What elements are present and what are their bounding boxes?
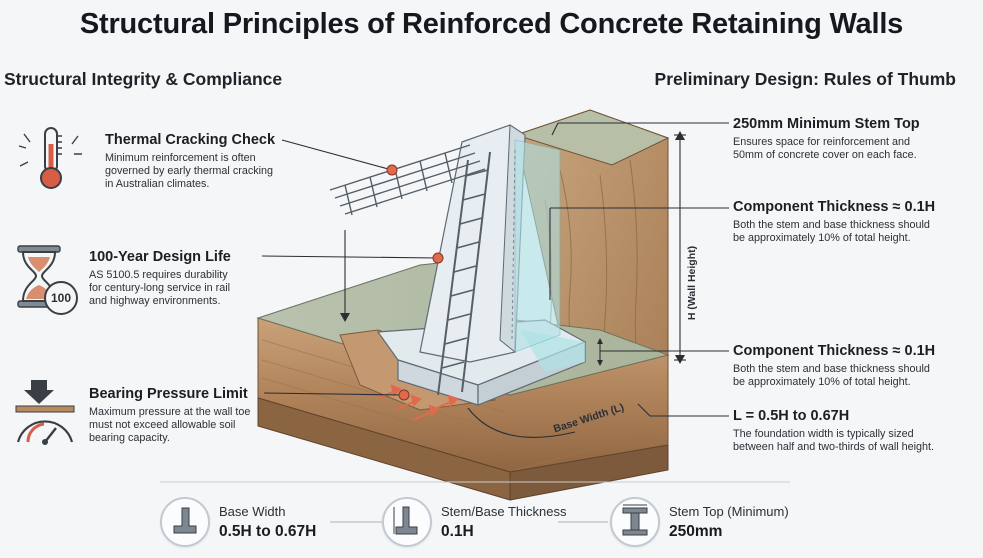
summary-value: 0.1H <box>441 523 474 540</box>
rule-title: 250mm Minimum Stem Top <box>733 116 920 132</box>
summary-label: Base Width <box>219 504 286 519</box>
summary-strip: Base Width 0.5H to 0.67H Stem/Base Thick… <box>160 495 790 553</box>
desc-line: for century-long service in rail <box>89 282 231 295</box>
rule-thickness-base: Component Thickness ≈ 0.1H Both the stem… <box>733 343 973 389</box>
base-slab <box>376 319 587 406</box>
wall-stem <box>419 124 561 396</box>
hourglass-icon-wrap: 100 <box>14 243 84 315</box>
stem-top-badge <box>610 497 660 547</box>
hundred-badge: 100 <box>44 281 78 315</box>
bearing-pressure-arrows <box>377 384 459 421</box>
rule-description: Ensures space for reinforcement and 50mm… <box>733 136 973 162</box>
desc-line: be approximately 10% of total height. <box>733 376 911 389</box>
rule-thickness-stem: Component Thickness ≈ 0.1H Both the stem… <box>733 199 973 245</box>
desc-line: in Australian climates. <box>105 178 210 191</box>
rule-description: Both the stem and base thickness should … <box>733 363 973 389</box>
item-title: Thermal Cracking Check <box>105 132 276 148</box>
base-width-icon <box>173 507 197 534</box>
desc-line: Minimum reinforcement is often <box>105 152 256 164</box>
desc-line: 50mm of concrete cover on each face. <box>733 149 917 162</box>
desc-line: and highway environments. <box>89 295 221 308</box>
desc-line: Both the stem and base thickness should <box>733 363 930 375</box>
page-title: Structural Principles of Reinforced Conc… <box>79 8 904 40</box>
pressure-gauge-icon <box>15 380 75 445</box>
stem-thickness-badge <box>382 497 432 547</box>
base-width-badge <box>160 497 210 547</box>
desc-line: AS 5100.5 requires durability <box>89 269 228 281</box>
desc-line: bearing capacity. <box>89 432 170 445</box>
desc-line: The foundation width is typically sized <box>733 428 914 440</box>
item-description: Minimum reinforcement is often governed … <box>105 152 305 192</box>
right-section-heading: Preliminary Design: Rules of Thumb <box>654 69 956 89</box>
ground-block <box>256 254 670 501</box>
item-description: AS 5100.5 requires durability for centur… <box>89 269 289 309</box>
wall-height-label: H (Wall Height) <box>686 245 698 321</box>
item-title: 100-Year Design Life <box>89 249 231 265</box>
item-thermal-cracking: Thermal Cracking Check Minimum reinforce… <box>105 132 305 192</box>
item-design-life: 100-Year Design Life AS 5100.5 requires … <box>89 249 289 309</box>
rule-base-width: L = 0.5H to 0.67H The foundation width i… <box>733 408 973 454</box>
summary-stem-thickness: Stem/Base Thickness 0.1H <box>441 504 566 541</box>
summary-value: 250mm <box>669 523 723 540</box>
rule-stem-top: 250mm Minimum Stem Top Ensures space for… <box>733 116 973 162</box>
summary-value: 0.5H to 0.67H <box>219 523 317 540</box>
stem-top-icon <box>622 504 648 536</box>
stem-thickness-icon <box>393 506 418 535</box>
summary-stem-top: Stem Top (Minimum) 250mm <box>669 504 789 541</box>
thermometer-icon <box>18 127 82 189</box>
rule-title: L = 0.5H to 0.67H <box>733 408 850 424</box>
summary-label: Stem Top (Minimum) <box>669 504 789 519</box>
desc-line: Ensures space for reinforcement and <box>733 136 911 148</box>
summary-connectors <box>330 521 608 523</box>
rule-description: Both the stem and base thickness should … <box>733 219 973 245</box>
summary-base-width: Base Width 0.5H to 0.67H <box>219 504 316 541</box>
desc-line: Maximum pressure at the wall toe <box>89 406 251 418</box>
summary-label: Stem/Base Thickness <box>441 504 567 519</box>
base-width-label: Base Width (L) <box>552 401 626 436</box>
desc-line: Both the stem and base thickness should <box>733 219 930 231</box>
desc-line: between half and two-thirds of wall heig… <box>733 441 935 454</box>
desc-line: must not exceed allowable soil <box>89 419 236 432</box>
rule-description: The foundation width is typically sized … <box>733 428 973 454</box>
item-bearing-pressure: Bearing Pressure Limit Maximum pressure … <box>89 386 289 446</box>
rule-title: Component Thickness ≈ 0.1H <box>733 199 936 215</box>
rule-title: Component Thickness ≈ 0.1H <box>733 343 936 359</box>
left-section-heading: Structural Integrity & Compliance <box>4 69 283 89</box>
desc-line: be approximately 10% of total height. <box>733 232 911 245</box>
desc-line: governed by early thermal cracking <box>105 165 274 178</box>
thermal-icon-wrap <box>16 124 86 194</box>
pressure-icon-wrap <box>14 378 84 448</box>
reinforcement-mesh <box>329 144 486 216</box>
item-title: Bearing Pressure Limit <box>89 386 248 402</box>
item-description: Maximum pressure at the wall toe must no… <box>89 406 289 446</box>
